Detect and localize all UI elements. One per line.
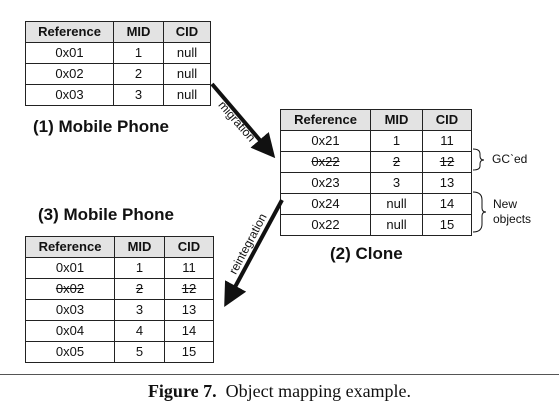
- cell-reference: 0x23: [280, 172, 371, 194]
- cell-cid: null: [163, 42, 211, 64]
- header-cid: CID: [422, 109, 472, 131]
- cell-reference: 0x22: [280, 151, 371, 173]
- figure-caption-text: Object mapping example.: [225, 381, 412, 401]
- gced-bracket: [472, 148, 485, 171]
- table-row: 0x05 5 15: [25, 341, 214, 363]
- cell-cid: 13: [164, 299, 214, 321]
- table-1-label: (1) Mobile Phone: [33, 117, 169, 136]
- table-row: 0x03 3 13: [25, 299, 214, 321]
- table-row-garbage-collected: 0x22 2 12: [280, 151, 472, 173]
- gced-note: GCˋed: [492, 152, 528, 166]
- header-cid: CID: [163, 21, 211, 43]
- table-row: 0x03 3 null: [25, 84, 211, 106]
- cell-mid: null: [370, 214, 423, 236]
- cell-cid: null: [163, 84, 211, 106]
- header-mid: MID: [114, 236, 165, 258]
- table-header-row: Reference MID CID: [280, 109, 472, 131]
- figure-caption: Figure 7. Object mapping example.: [0, 381, 559, 402]
- cell-reference: 0x02: [25, 278, 115, 300]
- mobile-phone-table-1: Reference MID CID 0x01 1 null 0x02 2 nul…: [25, 21, 211, 106]
- cell-reference: 0x22: [280, 214, 371, 236]
- mobile-phone-table-3: Reference MID CID 0x01 1 11 0x02 2 12 0x…: [25, 236, 214, 363]
- table-row: 0x02 2 null: [25, 63, 211, 85]
- cell-cid: null: [163, 63, 211, 85]
- new-objects-line-2: objects: [493, 212, 532, 226]
- table-2-label: (2) Clone: [330, 244, 403, 263]
- cell-cid: 15: [422, 214, 472, 236]
- cell-reference: 0x24: [280, 193, 371, 215]
- table-row: 0x01 1 11: [25, 257, 214, 279]
- migration-arrow: [210, 82, 276, 159]
- header-mid: MID: [370, 109, 423, 131]
- figure-number: Figure 7.: [147, 381, 217, 401]
- cell-reference: 0x21: [280, 130, 371, 152]
- cell-reference: 0x01: [25, 42, 114, 64]
- header-mid: MID: [113, 21, 164, 43]
- table-header-row: Reference MID CID: [25, 236, 214, 258]
- cell-cid: 11: [164, 257, 214, 279]
- table-row-new-object: 0x24 null 14: [280, 193, 472, 215]
- table-row: 0x21 1 11: [280, 130, 472, 152]
- table-header-row: Reference MID CID: [25, 21, 211, 43]
- caption-divider: [0, 374, 559, 375]
- cell-cid: 15: [164, 341, 214, 363]
- reintegration-arrow: [224, 199, 284, 308]
- table-row-new-object: 0x22 null 15: [280, 214, 472, 236]
- table-row: 0x23 3 13: [280, 172, 472, 194]
- new-objects-note: New objects: [493, 197, 531, 227]
- header-cid: CID: [164, 236, 214, 258]
- new-objects-line-1: New: [493, 197, 518, 211]
- cell-reference: 0x05: [25, 341, 115, 363]
- header-reference: Reference: [25, 236, 115, 258]
- new-objects-bracket: [472, 191, 487, 233]
- cell-cid: 14: [164, 320, 214, 342]
- clone-table: Reference MID CID 0x21 1 11 0x22 2 12 0x…: [280, 109, 472, 236]
- header-reference: Reference: [25, 21, 114, 43]
- table-3-label: (3) Mobile Phone: [38, 205, 174, 224]
